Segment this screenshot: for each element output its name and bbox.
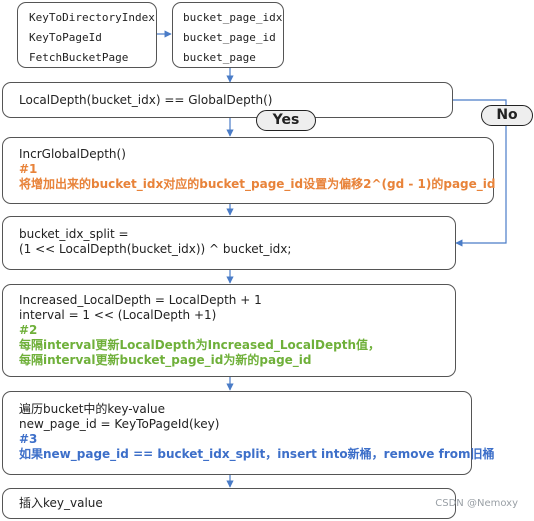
traverse-line-1: 遍历bucket中的key-value	[19, 402, 166, 416]
no-branch-label: No	[481, 105, 533, 126]
incr-global-depth-step: IncrGlobalDepth() #1 将增加出来的bucket_idx对应的…	[2, 137, 496, 204]
function-item: FetchBucketPage	[29, 51, 129, 64]
note-1: 将增加出来的bucket_idx对应的bucket_page_id设置为偏移2^…	[19, 177, 496, 191]
note-2b: 每隔interval更新bucket_page_id为新的page_id	[19, 353, 312, 367]
split-line-2: (1 << LocalDepth(bucket_idx)) ^ bucket_i…	[19, 242, 292, 256]
output-item: bucket_page	[183, 51, 256, 64]
yes-branch-label: Yes	[256, 110, 316, 131]
insert-text: 插入key_value	[19, 496, 103, 510]
note-tag-3: #3	[19, 432, 38, 446]
traverse-line-2: new_page_id = KeyToPageId(key)	[19, 417, 220, 431]
output-item: bucket_page_idx	[183, 11, 283, 24]
split-step: bucket_idx_split = (1 << LocalDepth(buck…	[2, 216, 456, 270]
interval-line-2: interval = 1 << (LocalDepth +1)	[19, 308, 217, 322]
traverse-step: 遍历bucket中的key-value new_page_id = KeyToP…	[2, 391, 495, 475]
condition-text: LocalDepth(bucket_idx) == GlobalDepth()	[19, 93, 273, 107]
split-line-1: bucket_idx_split =	[19, 227, 129, 241]
note-2a: 每隔interval更新LocalDepth为Increased_LocalDe…	[19, 338, 380, 352]
watermark: CSDN @Nemoxy	[435, 498, 518, 509]
function-item: KeyToDirectoryIndex	[29, 11, 155, 24]
output-item: bucket_page_id	[183, 31, 276, 44]
note-3: 如果new_page_id == bucket_idx_split，insert…	[19, 447, 495, 461]
note-tag-1: #1	[19, 162, 38, 176]
condition-step: LocalDepth(bucket_idx) == GlobalDepth()	[2, 82, 453, 118]
function-item: KeyToPageId	[29, 31, 102, 44]
interval-line-1: Increased_LocalDepth = LocalDepth + 1	[19, 293, 262, 307]
functions-box: KeyToDirectoryIndex KeyToPageId FetchBuc…	[17, 2, 157, 68]
arrow-no-to-split	[453, 99, 507, 247]
outputs-box: bucket_page_idx bucket_page_id bucket_pa…	[172, 2, 284, 68]
insert-step: 插入key_value	[2, 488, 456, 519]
note-tag-2: #2	[19, 323, 38, 337]
interval-step: Increased_LocalDepth = LocalDepth + 1 in…	[2, 284, 456, 377]
incr-text: IncrGlobalDepth()	[19, 147, 126, 161]
